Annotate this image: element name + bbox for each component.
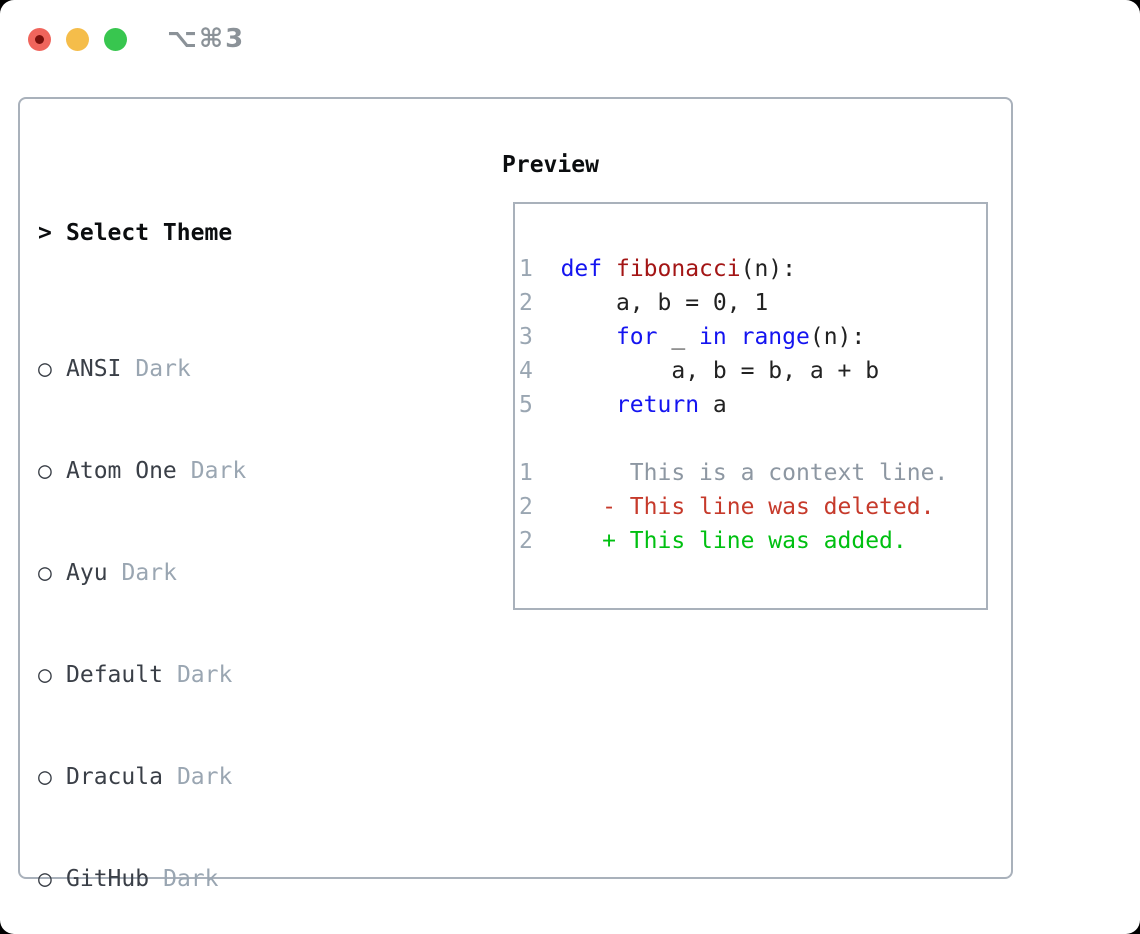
code-token: fibonacci: [615, 256, 741, 282]
prompt-icon: >: [38, 220, 52, 246]
close-button[interactable]: [28, 28, 51, 51]
theme-variant-tag: Dark: [190, 458, 247, 484]
diff-context-line: 1 This is a context line.: [519, 456, 986, 490]
code-token: [533, 324, 616, 350]
code-token: in: [699, 324, 727, 350]
code-token: 2: [519, 494, 533, 520]
window-shortcut-label: ⌥⌘3: [167, 24, 246, 54]
radio-icon: ○: [38, 560, 52, 586]
theme-variant-tag: Dark: [176, 764, 233, 790]
code-token: - This line was deleted.: [602, 494, 935, 520]
code-token: [533, 494, 602, 520]
select-theme-header: > Select Theme: [38, 216, 426, 250]
code-line: 4 a, b = b, a + b: [519, 354, 986, 388]
code-token: def: [560, 256, 603, 282]
code-token: [533, 290, 616, 316]
code-line: 2 a, b = 0, 1: [519, 286, 986, 320]
minimize-button[interactable]: [66, 28, 89, 51]
code-line: 1 def fibonacci(n):: [519, 252, 986, 286]
code-token: 5: [519, 392, 533, 418]
radio-icon: ○: [38, 458, 52, 484]
code-token: [727, 324, 741, 350]
code-token: [533, 460, 630, 486]
theme-variant-tag: Dark: [163, 866, 219, 892]
code-token: [533, 256, 561, 282]
code-token: for: [615, 324, 658, 350]
code-token: [533, 528, 602, 554]
code-token: [533, 358, 671, 384]
preview-pane: 1 def fibonacci(n): 2 a, b = 0, 1 3 for …: [513, 202, 988, 610]
zoom-button[interactable]: [104, 28, 127, 51]
radio-icon: ○: [38, 866, 52, 892]
diff-added-line: 2 + This line was added.: [519, 524, 986, 558]
code-token: (n):: [809, 324, 866, 350]
code-token: a, b = 0, 1: [615, 290, 769, 316]
code-token: + This line was added.: [602, 528, 907, 554]
code-token: (n):: [740, 256, 796, 282]
unsaved-indicator-dot: [35, 35, 44, 44]
code-token: a, b = b, a + b: [671, 358, 880, 384]
titlebar: ⌥⌘3: [0, 0, 1140, 80]
code-token: 2: [519, 528, 533, 554]
code-blank-line: [519, 422, 986, 456]
code-line: 5 return a: [519, 388, 986, 422]
theme-variant-tag: Dark: [176, 662, 233, 688]
radio-icon: ○: [38, 356, 52, 382]
theme-variant-tag: Dark: [121, 560, 177, 586]
code-token: return: [615, 392, 700, 418]
code-token: a: [699, 392, 727, 418]
code-token: 1: [519, 460, 533, 486]
radio-icon: ○: [38, 764, 52, 790]
code-token: This is a context line.: [629, 460, 949, 486]
radio-icon: ○: [38, 662, 52, 688]
code-token: _: [657, 324, 700, 350]
theme-variant-tag: Dark: [135, 356, 191, 382]
code-token: 2: [519, 290, 533, 316]
code-token: 3: [519, 324, 533, 350]
code-token: [533, 392, 616, 418]
code-preview: 1 def fibonacci(n): 2 a, b = 0, 1 3 for …: [515, 204, 986, 558]
code-token: 4: [519, 358, 533, 384]
preview-title: Preview: [502, 152, 599, 178]
code-token: [602, 256, 616, 282]
select-theme-title: Select Theme: [66, 220, 233, 246]
code-token: range: [740, 324, 810, 350]
diff-deleted-line: 2 - This line was deleted.: [519, 490, 986, 524]
code-line: 3 for _ in range(n):: [519, 320, 986, 354]
code-token: 1: [519, 256, 533, 282]
